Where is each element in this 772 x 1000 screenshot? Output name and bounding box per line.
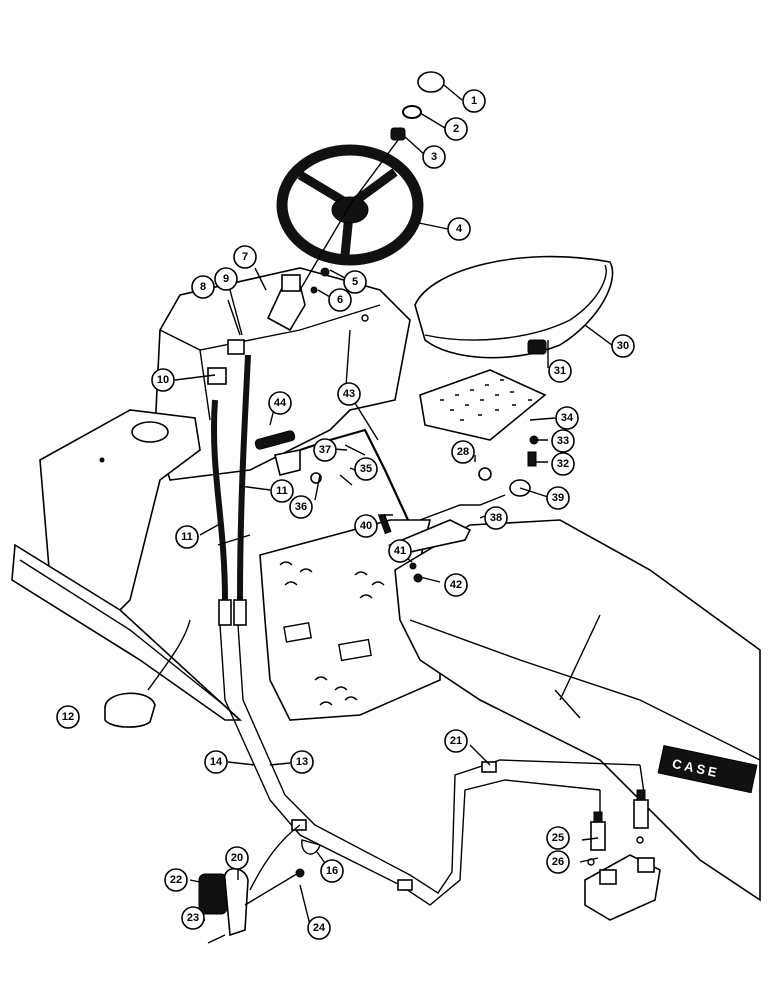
callout-41: 41 [388, 539, 412, 563]
callout-11a: 11 [270, 479, 294, 503]
callout-1: 1 [462, 89, 486, 113]
svg-text:26: 26 [552, 856, 564, 868]
svg-text:1: 1 [471, 95, 477, 107]
svg-text:23: 23 [187, 912, 199, 924]
svg-text:21: 21 [450, 735, 462, 747]
callout-9: 9 [214, 267, 238, 291]
callout-16: 16 [320, 859, 344, 883]
clamp-parts [104, 619, 305, 944]
svg-text:4: 4 [456, 223, 463, 235]
svg-text:3: 3 [431, 151, 437, 163]
svg-text:14: 14 [210, 756, 223, 768]
svg-text:42: 42 [450, 579, 462, 591]
callout-35: 35 [354, 457, 378, 481]
callout-22: 22 [164, 868, 188, 892]
svg-text:12: 12 [62, 711, 74, 723]
svg-text:41: 41 [394, 545, 406, 557]
svg-text:43: 43 [343, 388, 355, 400]
callout-14: 14 [204, 750, 228, 774]
callout-21: 21 [444, 729, 468, 753]
svg-text:5: 5 [352, 276, 358, 288]
callout-10: 10 [151, 368, 175, 392]
svg-text:38: 38 [490, 512, 502, 524]
engine-hood-right: CASE [394, 519, 761, 902]
callout-36: 36 [289, 495, 313, 519]
steering-column [266, 71, 445, 332]
callouts: 1 2 3 4 5 6 7 8 9 10 11 11 12 13 14 16 2… [56, 89, 635, 940]
callout-32: 32 [551, 452, 575, 476]
svg-text:25: 25 [552, 832, 564, 844]
callout-13: 13 [290, 750, 314, 774]
callout-12: 12 [56, 705, 80, 729]
callout-38: 38 [484, 506, 508, 530]
control-valve [584, 789, 661, 921]
callout-30: 30 [611, 334, 635, 358]
svg-text:13: 13 [296, 756, 308, 768]
callout-24: 24 [307, 916, 331, 940]
control-lever-assembly [254, 428, 531, 583]
callout-6: 6 [328, 288, 352, 312]
callout-26: 26 [546, 850, 570, 874]
svg-text:33: 33 [557, 435, 569, 447]
callout-33: 33 [551, 429, 575, 453]
callout-4: 4 [447, 217, 471, 241]
steering-wheel [276, 144, 424, 266]
leader-lines [174, 84, 613, 926]
svg-text:32: 32 [557, 458, 569, 470]
svg-text:9: 9 [223, 273, 229, 285]
svg-text:22: 22 [170, 874, 182, 886]
callout-44: 44 [268, 391, 292, 415]
callout-39: 39 [546, 486, 570, 510]
callout-37: 37 [313, 438, 337, 462]
svg-text:11: 11 [181, 531, 193, 543]
hood-panel-left [11, 409, 243, 721]
callout-8: 8 [191, 275, 215, 299]
callout-5: 5 [343, 270, 367, 294]
svg-text:40: 40 [360, 520, 372, 532]
callout-31: 31 [548, 359, 572, 383]
svg-text:44: 44 [274, 397, 287, 409]
svg-text:6: 6 [337, 294, 343, 306]
callout-28: 28 [451, 440, 475, 464]
svg-text:34: 34 [561, 412, 574, 424]
callout-43: 43 [337, 382, 361, 406]
callout-2: 2 [444, 117, 468, 141]
svg-text:7: 7 [242, 251, 248, 263]
svg-text:37: 37 [319, 444, 331, 456]
svg-text:10: 10 [157, 374, 169, 386]
svg-text:36: 36 [295, 501, 307, 513]
callout-25: 25 [546, 826, 570, 850]
callout-20: 20 [225, 846, 249, 870]
svg-text:28: 28 [457, 446, 469, 458]
hydraulic-hoses [207, 339, 251, 626]
callout-11b: 11 [175, 525, 199, 549]
svg-text:30: 30 [617, 340, 629, 352]
callout-3: 3 [422, 145, 446, 169]
callout-40: 40 [354, 514, 378, 538]
callout-23: 23 [181, 906, 205, 930]
svg-text:11: 11 [276, 485, 288, 497]
svg-text:20: 20 [231, 852, 243, 864]
svg-text:16: 16 [326, 865, 338, 877]
seat [414, 255, 614, 359]
svg-text:2: 2 [453, 123, 459, 135]
svg-text:24: 24 [313, 922, 326, 934]
svg-text:8: 8 [200, 281, 206, 293]
svg-text:35: 35 [360, 463, 372, 475]
seat-bracket [419, 369, 547, 467]
callout-7: 7 [233, 245, 257, 269]
svg-text:39: 39 [552, 492, 564, 504]
callout-34: 34 [555, 406, 579, 430]
svg-text:31: 31 [554, 365, 566, 377]
callout-42: 42 [444, 573, 468, 597]
